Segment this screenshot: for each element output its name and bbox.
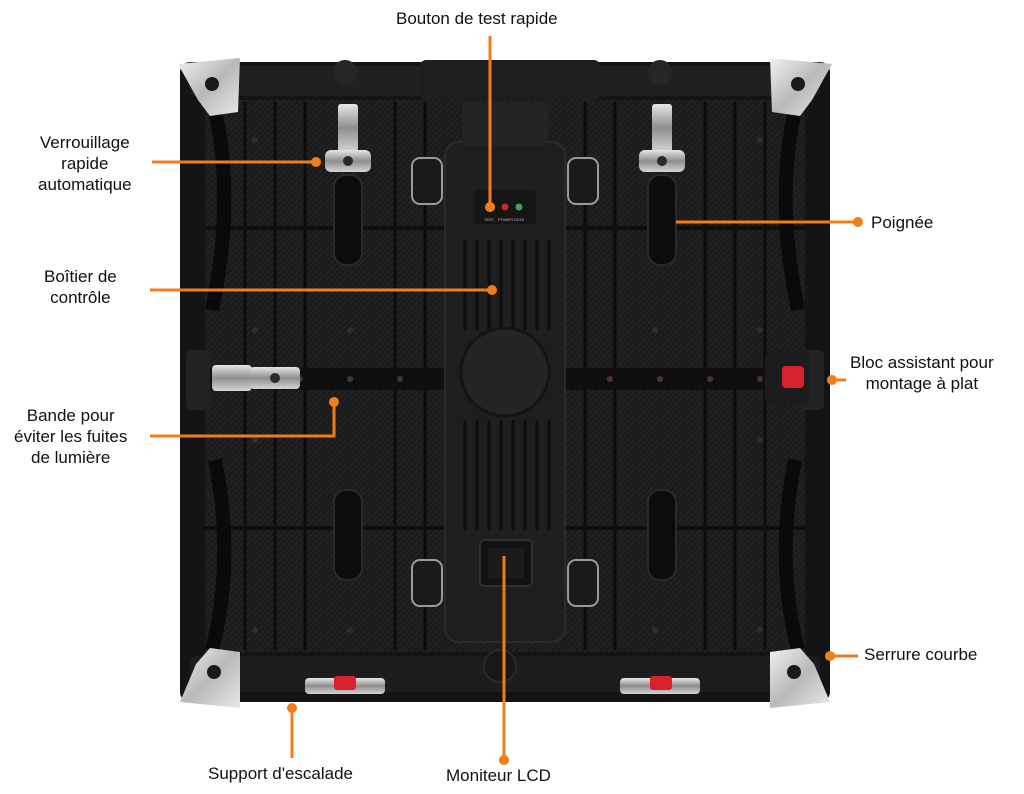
label-climb-support-line1: Support d'escalade	[208, 764, 354, 783]
label-flat-assist: Bloc assistant pour montage à plat	[850, 352, 994, 394]
label-lcd-monitor-line1: Moniteur LCD	[446, 766, 551, 785]
side-lock-left	[212, 365, 300, 391]
callout-dot-handle	[853, 217, 863, 227]
callout-dot-lcd-monitor	[499, 755, 509, 765]
callout-dot-test-button	[485, 202, 495, 212]
panel-label-data: DATA	[514, 217, 524, 222]
label-control-box-line1: Boîtier de	[44, 267, 117, 286]
quick-lock-right	[639, 104, 685, 172]
label-quick-lock-line2: rapide	[61, 154, 109, 173]
label-handle-line1: Poignée	[871, 213, 934, 232]
control-box-cap	[459, 326, 551, 418]
label-handle: Poignée	[871, 212, 933, 233]
label-control-box-line2: contrôle	[50, 288, 111, 307]
label-lcd-monitor: Moniteur LCD	[446, 765, 551, 786]
corner-brackets	[178, 58, 832, 708]
leader-line-light-strip	[150, 402, 336, 438]
bottom-knob	[483, 649, 517, 683]
label-test-button: Bouton de test rapide	[396, 8, 558, 29]
label-control-box: Boîtier de contrôle	[44, 266, 117, 308]
callout-dot-quick-lock	[311, 157, 321, 167]
red-latch-bottom-left	[305, 676, 385, 694]
callout-dot-flat-assist	[827, 375, 837, 385]
label-test-button-line1: Bouton de test rapide	[396, 9, 558, 28]
label-quick-lock: Verrouillage rapide automatique	[38, 132, 132, 195]
label-quick-lock-line3: automatique	[38, 175, 132, 194]
label-climb-support: Support d'escalade	[208, 763, 353, 784]
callout-dots	[287, 157, 863, 765]
handles	[333, 174, 677, 581]
side-connectors	[411, 157, 599, 607]
callout-dot-curve-lock	[825, 651, 835, 661]
quick-lock-left	[325, 104, 371, 172]
label-curve-lock: Serrure courbe	[864, 644, 977, 665]
flat-assist-block	[765, 350, 810, 405]
callout-dot-control-box	[487, 285, 497, 295]
label-light-strip-line3: de lumière	[31, 448, 111, 467]
control-box: TEST POWER DATA	[444, 102, 566, 643]
red-latch-bottom-right	[620, 676, 700, 694]
panel-label-power: POWER	[498, 217, 513, 222]
label-curve-lock-line1: Serrure courbe	[864, 645, 978, 664]
callout-dot-light-strip	[329, 397, 339, 407]
led-cabinet: TEST POWER DATA	[178, 58, 832, 708]
panel-label-test: TEST	[484, 217, 495, 222]
label-flat-assist-line1: Bloc assistant pour	[850, 353, 994, 372]
label-flat-assist-line2: montage à plat	[865, 374, 979, 393]
label-light-strip-line1: Bande pour	[26, 406, 115, 425]
label-quick-lock-line1: Verrouillage	[39, 133, 130, 152]
red-latch	[782, 366, 804, 388]
label-light-strip: Bande pour éviter les fuites de lumière	[14, 405, 127, 468]
callout-dot-climb-support	[287, 703, 297, 713]
callout-lines	[150, 36, 858, 760]
data-led	[515, 203, 523, 211]
label-light-strip-line2: éviter les fuites	[14, 427, 128, 446]
power-led	[501, 203, 509, 211]
